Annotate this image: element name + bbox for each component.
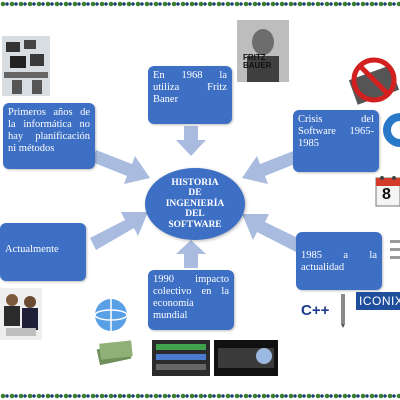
fritz-bauer-photo: FRITZ BAUER [237,20,289,82]
cpp-logo: C++ [300,298,336,326]
box-early-years: Primeros años de la informática no hay p… [3,103,95,169]
box-1985: 1985 a la actualidad [296,232,382,290]
center-line-5: SOFTWARE [168,219,222,230]
box-fritz-bauer-text: En 1968 la utiliza Fritz Baner [153,70,227,105]
box-crisis-text: Crisis del Software 1965-1985 [298,114,374,149]
center-line-2: DE [188,188,202,199]
arrow-from-bottom [176,240,206,268]
no-software-icon [348,54,400,106]
box-1990: 1990 impacto colectivo en la economía mu… [148,270,234,330]
office-computers-photo [2,36,50,96]
center-line-1: HISTORIA [171,177,219,188]
fritz-bauer-caption: FRITZ BAUER [243,53,272,70]
calendar-number: 8 [382,186,391,203]
pen-icon [338,294,348,328]
keyboard-photo [214,340,278,376]
center-topic: HISTORIA DE INGENIERÍA DEL SOFTWARE [145,168,245,240]
box-current: Actualmente [0,223,86,281]
center-line-3: INGENIERÍA [165,198,225,209]
arrow-from-top-left [92,150,150,184]
box-1990-text: 1990 impacto colectivo en la economía mu… [153,274,229,321]
calendar-icon: 8 [374,174,400,208]
box-early-years-text: Primeros años de la informática no hay p… [8,107,90,154]
bars-icon [386,236,400,270]
box-current-text: Actualmente [5,244,59,255]
business-people-photo [0,288,42,340]
box-crisis: Crisis del Software 1965-1985 [293,110,379,172]
box-fritz-bauer: En 1968 la utiliza Fritz Baner [148,66,232,124]
money-icon [96,336,134,366]
arrow-from-top [176,126,206,156]
iconix-logo-text: ICONIX [359,294,400,308]
box-1985-text: 1985 a la actualidad [301,250,377,273]
arrow-from-top-right [242,150,300,184]
arrow-from-bottom-left [90,212,148,250]
cpp-logo-text: C++ [301,302,330,319]
arrow-from-bottom-right [242,214,302,252]
decorative-bottom-border [0,392,400,400]
decorative-top-border [0,0,400,8]
center-line-4: DEL [185,209,205,220]
iconix-logo: ICONIX [356,292,400,310]
server-photo [152,340,210,376]
internet-explorer-icon [382,110,400,150]
internet-globe-icon [92,296,130,334]
